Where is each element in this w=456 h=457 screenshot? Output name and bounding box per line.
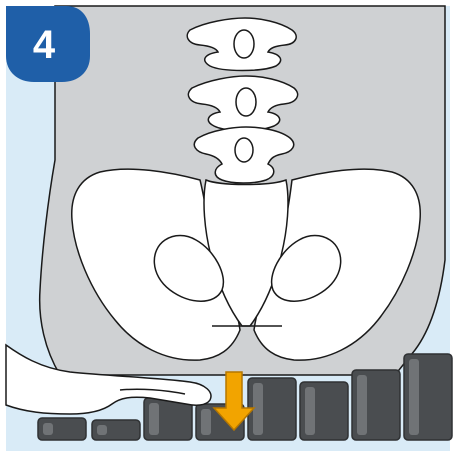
keyboard-key-highlight <box>97 425 107 435</box>
step-badge: 4 <box>6 6 90 82</box>
keyboard-key <box>248 378 296 440</box>
keyboard-key-highlight <box>43 423 53 435</box>
keyboard-key <box>404 354 452 440</box>
keyboard-key-highlight <box>201 409 211 435</box>
keyboard-key <box>38 418 86 440</box>
keyboard-key <box>352 370 400 440</box>
keyboard-key-highlight <box>305 387 315 435</box>
keyboard-key-highlight <box>149 403 159 435</box>
keyboard-key-highlight <box>253 383 263 435</box>
step-number: 4 <box>33 23 56 67</box>
keyboard-key-highlight <box>357 375 367 435</box>
keyboard-key <box>300 382 348 440</box>
keyboard-key-highlight <box>409 359 419 435</box>
keyboard-key <box>92 420 140 440</box>
